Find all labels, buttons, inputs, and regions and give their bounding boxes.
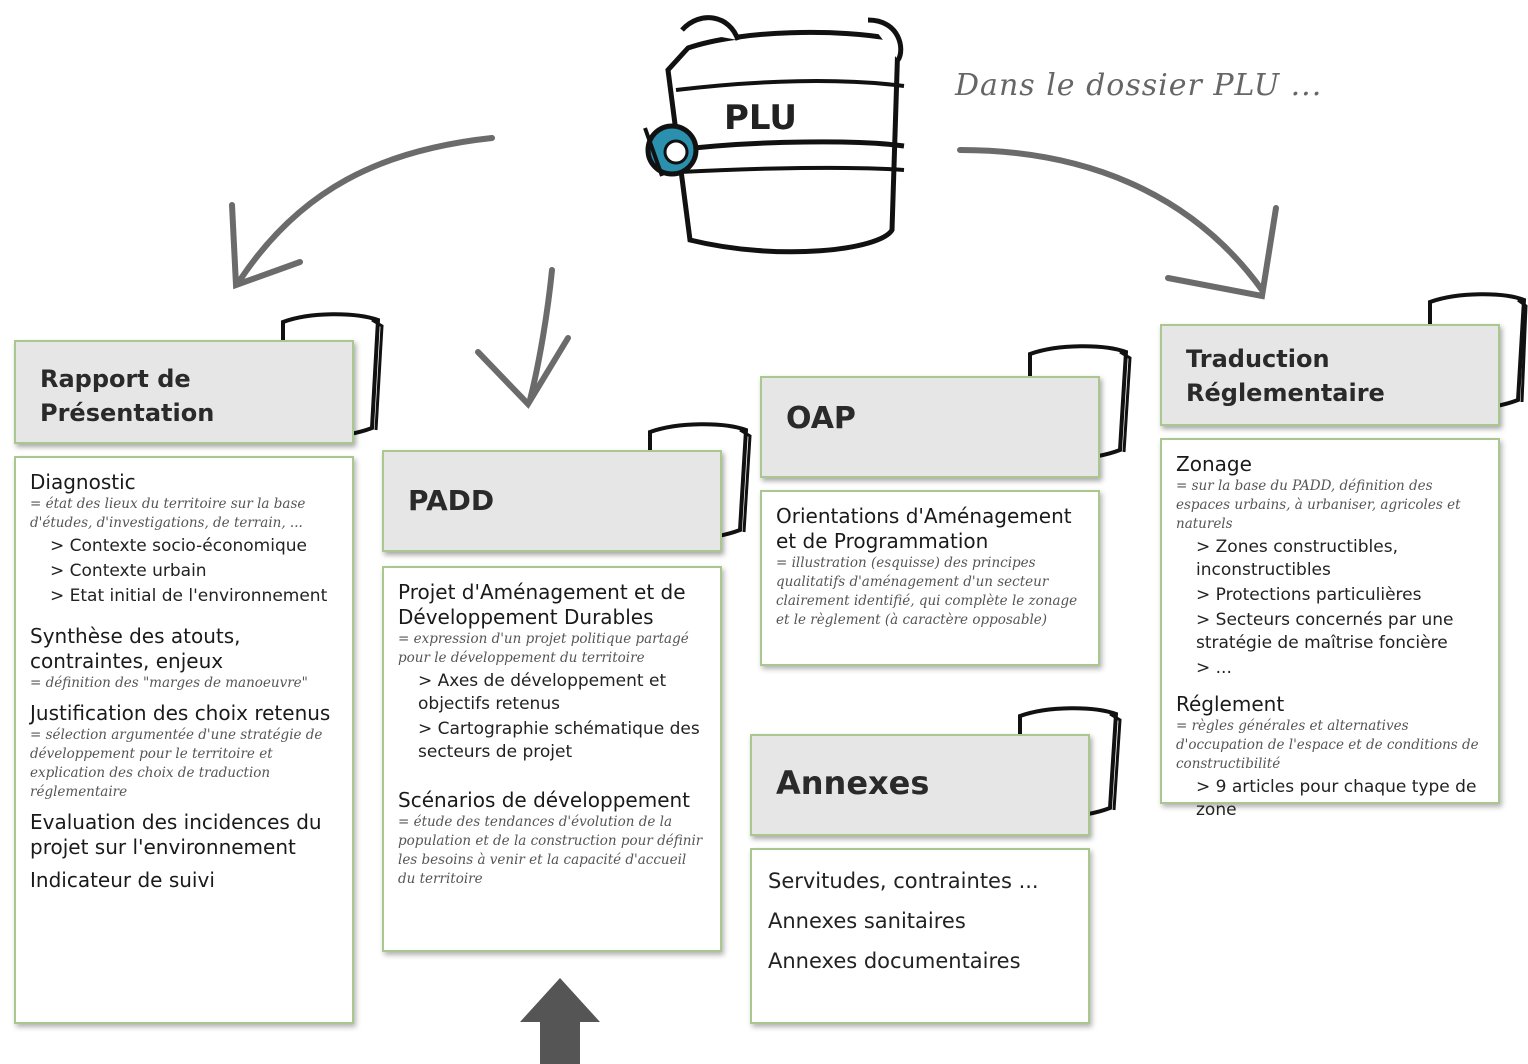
section-2-body: Projet d'Aménagement et de Développement… bbox=[382, 566, 722, 952]
list-item: > Zones constructibles, inconstructibles bbox=[1196, 537, 1398, 580]
up-arrow bbox=[520, 978, 600, 1064]
term-justification: Justification des choix retenus bbox=[30, 701, 331, 725]
def-padd: = expression d'un projet politique parta… bbox=[398, 631, 689, 666]
section-4-body: Zonage = sur la base du PADD, définition… bbox=[1160, 438, 1500, 820]
list-item: Annexes sanitaires bbox=[768, 909, 966, 933]
term-oap: Orientations d'Aménagement et de Program… bbox=[776, 504, 1072, 553]
term-synthese: Synthèse des atouts, contraintes, enjeux bbox=[30, 624, 241, 673]
term-indicateur: Indicateur de suivi bbox=[30, 868, 215, 892]
section-4-header: Traduction Réglementaire bbox=[1160, 324, 1500, 426]
section-1-body: Diagnostic = état des lieux du territoir… bbox=[14, 456, 354, 1024]
list-item: > 9 articles pour chaque type de zone bbox=[1196, 777, 1477, 820]
arrow-to-section-2 bbox=[475, 267, 571, 409]
section-3-body: Orientations d'Aménagement et de Program… bbox=[760, 490, 1100, 666]
arrow-to-section-1 bbox=[229, 135, 495, 290]
list-item: > Cartographie schématique des secteurs … bbox=[418, 719, 700, 762]
term-evaluation: Evaluation des incidences du projet sur … bbox=[30, 810, 322, 859]
def-zonage: = sur la base du PADD, définition des es… bbox=[1176, 478, 1461, 532]
term-diagnostic: Diagnostic bbox=[30, 470, 136, 494]
list-item: > Contexte urbain bbox=[50, 561, 207, 581]
def-justification: = sélection argumentée d'une stratégie d… bbox=[30, 727, 323, 800]
list-item: > Protections particulières bbox=[1196, 585, 1422, 605]
plu-folder-icon bbox=[643, 15, 905, 255]
term-scenarios: Scénarios de développement bbox=[398, 788, 691, 812]
section-4-title-line-1: Traduction bbox=[1186, 345, 1330, 373]
term-padd: Projet d'Aménagement et de Développement… bbox=[398, 580, 686, 629]
section-1-title-line-2: Présentation bbox=[40, 399, 215, 427]
section-5-title: Annexes bbox=[776, 764, 930, 802]
def-synthese: = définition des "marges de manoeuvre" bbox=[30, 675, 308, 691]
list-item: > Etat initial de l'environnement bbox=[50, 586, 328, 606]
def-reglement: = règles générales et alternatives d'occ… bbox=[1176, 718, 1479, 772]
section-1-title-line-1: Rapport de bbox=[40, 365, 191, 393]
section-1-header: Rapport de Présentation bbox=[14, 340, 354, 444]
section-5-header: Annexes bbox=[750, 734, 1090, 836]
section-3-header: OAP bbox=[760, 376, 1100, 478]
def-scenarios: = étude des tendances d'évolution de la … bbox=[398, 814, 703, 887]
def-diagnostic: = état des lieux du territoire sur la ba… bbox=[30, 496, 306, 531]
section-5-body: Servitudes, contraintes ... Annexes sani… bbox=[750, 848, 1090, 1024]
list-item: Annexes documentaires bbox=[768, 949, 1021, 973]
list-item: Servitudes, contraintes ... bbox=[768, 869, 1039, 893]
section-3-title: OAP bbox=[786, 401, 856, 436]
list-item: > Secteurs concernés par une stratégie d… bbox=[1196, 610, 1454, 653]
plu-label: PLU bbox=[724, 98, 797, 138]
list-item: > Axes de développement et objectifs ret… bbox=[418, 671, 667, 714]
section-2-title: PADD bbox=[408, 484, 495, 517]
term-zonage: Zonage bbox=[1176, 452, 1252, 476]
caption: Dans le dossier PLU ... bbox=[955, 68, 1323, 103]
arrow-to-section-4 bbox=[957, 147, 1279, 300]
section-4-title-line-2: Réglementaire bbox=[1186, 379, 1385, 407]
section-2-header: PADD bbox=[382, 450, 722, 552]
term-reglement: Réglement bbox=[1176, 692, 1285, 716]
list-item: > Contexte socio-économique bbox=[50, 536, 307, 556]
def-oap: = illustration (esquisse) des principes … bbox=[776, 555, 1078, 628]
list-item: > ... bbox=[1196, 658, 1232, 678]
